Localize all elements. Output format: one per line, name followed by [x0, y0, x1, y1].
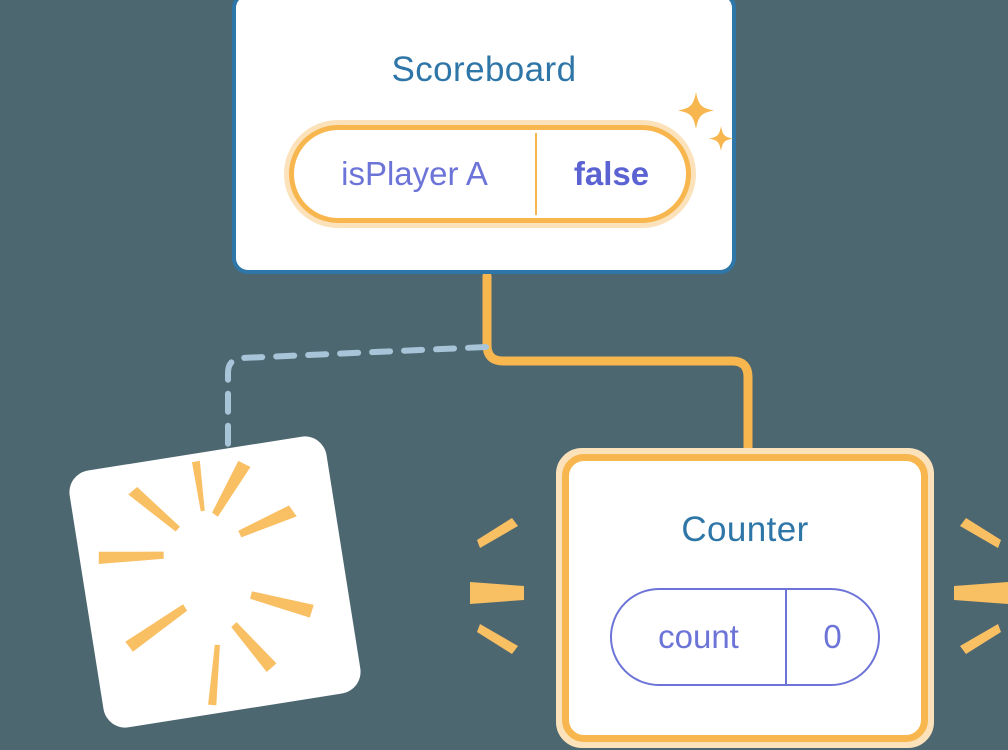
pill-divider [785, 590, 787, 684]
counter-highlight-glow [556, 448, 934, 748]
counter-title: Counter [681, 510, 809, 549]
card-counter[interactable]: Counter count 0 [556, 448, 934, 748]
starburst-ray [238, 505, 297, 538]
counter-state-value: 0 [823, 618, 842, 655]
starburst-ray [231, 622, 277, 673]
starburst-rays-group [98, 460, 314, 706]
starburst-ray [128, 487, 180, 532]
scoreboard-state-key: isPlayer A [341, 155, 488, 192]
connector-scoreboard-to-counter [482, 271, 753, 475]
starburst-ray [212, 460, 251, 517]
scoreboard-state-pill[interactable]: isPlayer A false [284, 120, 696, 228]
starburst-ray [250, 591, 314, 618]
pill-divider [535, 133, 537, 215]
counter-state-pill[interactable]: count 0 [610, 588, 880, 686]
pill-border: isPlayer A false [289, 125, 691, 223]
starburst-ray [191, 460, 205, 512]
scoreboard-state-value: false [573, 155, 650, 192]
card-rotated-blank[interactable] [66, 433, 364, 731]
scoreboard-title: Scoreboard [391, 50, 577, 89]
counter-state-key: count [658, 618, 739, 655]
starburst-ray [208, 644, 220, 706]
card-scoreboard[interactable]: Scoreboard isPlayer A false [232, 0, 736, 274]
starburst-ray [125, 604, 188, 652]
starburst-ray [98, 551, 164, 564]
connector-scoreboard-to-rotated-card [225, 344, 489, 469]
